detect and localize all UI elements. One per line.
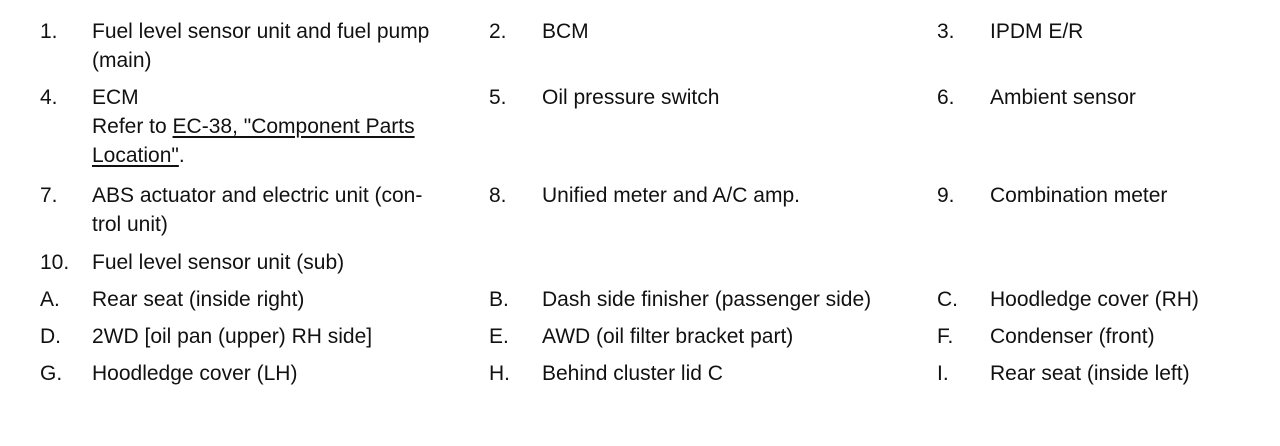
item-number: 6. — [937, 86, 955, 109]
item-description-line: Rear seat (inside left) — [990, 362, 1190, 385]
item-letter: A. — [40, 288, 60, 311]
item-description-line: Ambient sensor — [990, 86, 1136, 109]
item-letter: B. — [489, 288, 509, 311]
reference-suffix: . — [178, 144, 185, 167]
item-description: Fuel level sensor unit and fuel pump (ma… — [92, 17, 472, 75]
item-description: AWD (oil filter bracket part) — [542, 322, 932, 351]
item-number: 3. — [937, 20, 955, 43]
item-description-line: AWD (oil filter bracket part) — [542, 325, 794, 348]
item-description-line: ECM — [92, 86, 139, 109]
item-description: Oil pressure switch — [542, 83, 932, 112]
item-description-line: Hoodledge cover (LH) — [92, 362, 298, 385]
item-description: Dash side finisher (passenger side) — [542, 285, 932, 314]
item-letter: F. — [937, 325, 954, 348]
item-description: Combination meter — [990, 181, 1275, 210]
item-description-line: Condenser (front) — [990, 325, 1155, 348]
item-description: Ambient sensor — [990, 83, 1275, 112]
item-letter: D. — [40, 325, 61, 348]
item-description-line: Rear seat (inside right) — [92, 288, 305, 311]
reference-link-continued[interactable]: Location" — [92, 144, 179, 167]
item-number: 5. — [489, 86, 507, 109]
item-description-line: trol unit) — [92, 213, 168, 236]
reference-line: Refer to EC-38, "Component Parts — [92, 112, 472, 141]
item-description-line: Behind cluster lid C — [542, 362, 723, 385]
item-number: 7. — [40, 184, 58, 207]
item-description: Fuel level sensor unit (sub) — [92, 248, 472, 277]
item-description-line: Oil pressure switch — [542, 86, 720, 109]
item-description: Hoodledge cover (RH) — [990, 285, 1275, 314]
item-letter: C. — [937, 288, 958, 311]
item-description-line: Hoodledge cover (RH) — [990, 288, 1199, 311]
item-description: BCM — [542, 17, 932, 46]
item-number: 2. — [489, 20, 507, 43]
item-description: Unified meter and A/C amp. — [542, 181, 932, 210]
reference-prefix: Refer to — [92, 115, 173, 138]
item-description: Rear seat (inside right) — [92, 285, 472, 314]
item-description: Hoodledge cover (LH) — [92, 359, 472, 388]
item-letter: H. — [489, 362, 510, 385]
item-description: Rear seat (inside left) — [990, 359, 1275, 388]
item-description-line: ABS actuator and electric unit (con- — [92, 184, 423, 207]
reference-line: Location". — [92, 141, 472, 170]
item-letter: E. — [489, 325, 509, 348]
item-number: 1. — [40, 20, 58, 43]
item-description-line: (main) — [92, 49, 152, 72]
reference-link[interactable]: EC-38, "Component Parts — [172, 115, 415, 138]
item-description: ECM Refer to EC-38, "Component Parts Loc… — [92, 83, 472, 170]
item-description: Condenser (front) — [990, 322, 1275, 351]
item-description-line: Fuel level sensor unit and fuel pump — [92, 20, 430, 43]
item-description-line: Dash side finisher (passenger side) — [542, 288, 872, 311]
item-letter: G. — [40, 362, 63, 385]
item-description: IPDM E/R — [990, 17, 1275, 46]
item-number: 4. — [40, 86, 58, 109]
item-description-line: IPDM E/R — [990, 20, 1084, 43]
item-description-line: Combination meter — [990, 184, 1168, 207]
item-number: 10. — [40, 251, 70, 274]
item-description-line: BCM — [542, 20, 589, 43]
item-number: 9. — [937, 184, 955, 207]
item-number: 8. — [489, 184, 507, 207]
item-description: 2WD [oil pan (upper) RH side] — [92, 322, 472, 351]
item-description: ABS actuator and electric unit (con- tro… — [92, 181, 472, 239]
item-letter: I. — [937, 362, 949, 385]
item-description-line: Unified meter and A/C amp. — [542, 184, 800, 207]
item-description: Behind cluster lid C — [542, 359, 932, 388]
item-description-line: 2WD [oil pan (upper) RH side] — [92, 325, 373, 348]
item-description-line: Fuel level sensor unit (sub) — [92, 251, 345, 274]
